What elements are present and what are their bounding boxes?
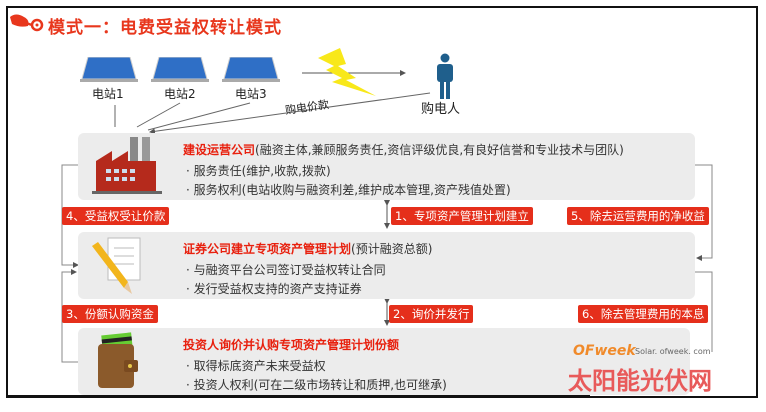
title-bullet-icon (8, 12, 44, 32)
flow-tag: 5、除去运营费用的净收益 (567, 207, 709, 225)
box-line: · 投资人权利(可在二级市场转让和质押,也可继承) (186, 378, 447, 392)
page-title: 模式一：电费受益权转让模式 (48, 18, 282, 38)
watermark-brand: OFweek (573, 343, 636, 359)
flow-tag: 6、除去管理费用的本息 (578, 305, 709, 323)
buyer-label: 购电人 (421, 102, 461, 117)
box-line: · 服务责任(维护,收款,拨款) (186, 164, 331, 178)
box-line: · 发行受益权支持的资产支持证券 (186, 282, 362, 296)
solar-panel-icon (80, 56, 138, 87)
station-label: 电站1 (92, 87, 124, 101)
box-line: · 服务权利(电站收购与融资利差,维护成本管理,资产残值处置) (186, 183, 511, 197)
station-label: 电站2 (164, 87, 196, 101)
lightning-icon (318, 48, 378, 102)
box-note: (融资主体,兼顾服务责任,资信评级优良,有良好信誉和专业技术与团队) (255, 143, 624, 157)
box-heading: 投资人询价并认购专项资产管理计划份额 (183, 338, 400, 352)
wallet-icon (96, 332, 146, 396)
watermark-site: Solar. ofweek. com (635, 347, 711, 356)
box-heading: 证券公司建立专项资产管理计划 (183, 242, 352, 256)
box-note: (预计融资总额) (351, 242, 433, 256)
watermark-name: 太阳能光伏网 (568, 367, 712, 395)
station-label: 电站3 (235, 87, 267, 101)
document-pencil-icon (88, 236, 148, 300)
solar-panel-icon (151, 56, 209, 87)
box-line: · 取得标底资产未来受益权 (186, 359, 326, 373)
flow-tag: 1、专项资产管理计划建立 (391, 207, 533, 225)
solar-panel-icon (222, 56, 280, 87)
investor-box: 投资人询价并认购专项资产管理计划份额 · 取得标底资产未来受益权 · 投资人权利… (78, 328, 690, 395)
securities-plan-box: 证券公司建立专项资产管理计划(预计融资总额) · 与融资平台公司签订受益权转让合… (78, 232, 695, 299)
flow-tag: 4、受益权受让价款 (62, 207, 170, 225)
flow-tag: 3、份额认购资金 (62, 305, 158, 323)
box-heading: 建设运营公司 (183, 143, 256, 157)
operator-company-box: 建设运营公司(融资主体,兼顾服务责任,资信评级优良,有良好信誉和专业技术与团队)… (78, 133, 695, 200)
person-icon (434, 53, 456, 103)
box-line: · 与融资平台公司签订受益权转让合同 (186, 263, 386, 277)
flow-tag: 2、询价并发行 (389, 305, 474, 323)
factory-icon (92, 135, 162, 199)
